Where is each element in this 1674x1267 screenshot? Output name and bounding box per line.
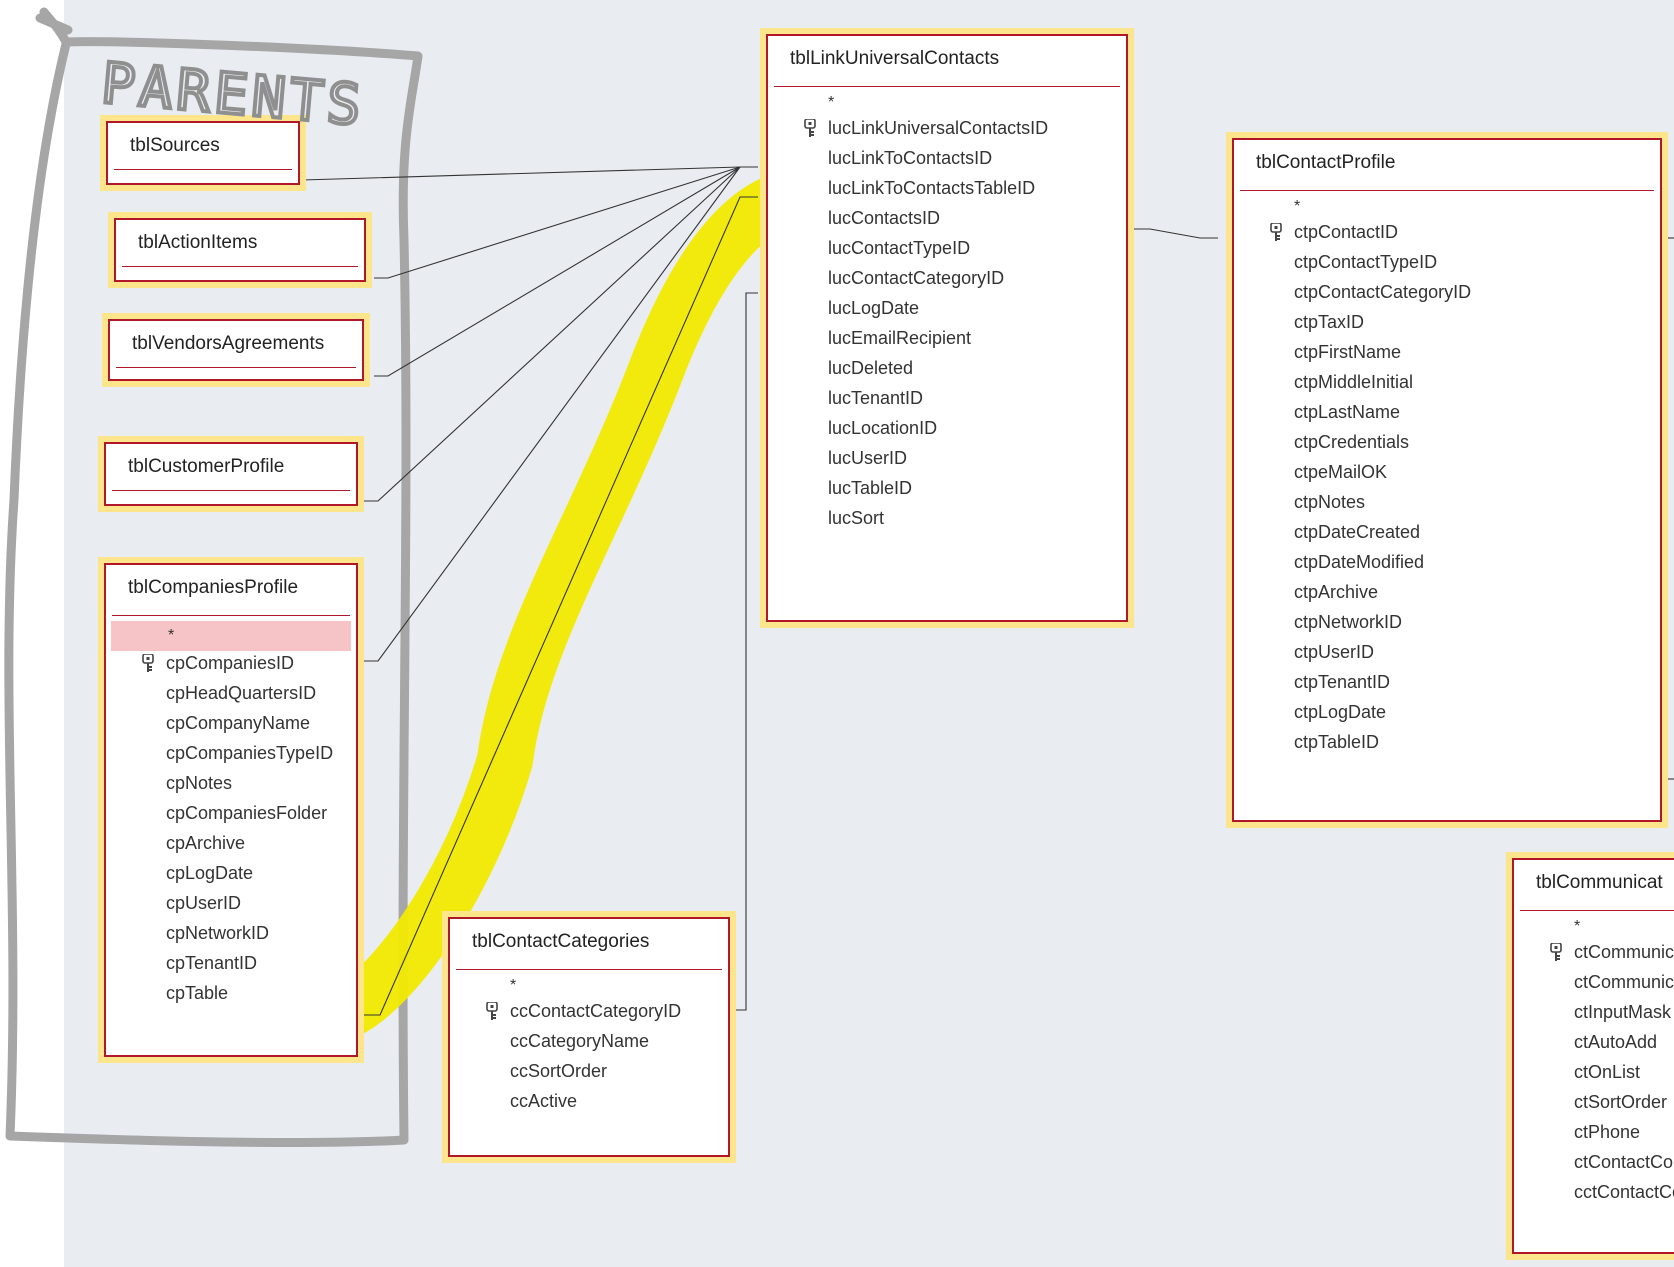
- title-separator: [122, 266, 358, 267]
- table-title: tblCustomerProfile: [128, 456, 285, 477]
- title-separator: [114, 169, 292, 170]
- field-row[interactable]: lucContactsID: [828, 208, 941, 228]
- field-row[interactable]: cpNetworkID: [166, 923, 270, 943]
- field-row[interactable]: ctOnList: [1574, 1062, 1641, 1082]
- table-tblLinkUniversalContacts[interactable]: tblLinkUniversalContacts * lucLinkUniver…: [760, 28, 1134, 628]
- table-title: tblVendorsAgreements: [132, 333, 325, 354]
- table-title: tblActionItems: [138, 232, 258, 253]
- field-row[interactable]: ctpFirstName: [1294, 342, 1402, 362]
- field-row[interactable]: ctpMiddleInitial: [1294, 372, 1414, 392]
- field-row[interactable]: ctCommunic: [1574, 942, 1674, 962]
- table-tblContactProfile[interactable]: tblContactProfile * ctpContactID ctpConta…: [1226, 132, 1668, 828]
- field-row[interactable]: ctpTenantID: [1294, 672, 1391, 692]
- table-tblCustomerProfile[interactable]: tblCustomerProfile: [98, 436, 364, 512]
- field-row[interactable]: lucLinkToContactsID: [828, 148, 993, 168]
- table-tblCommunicationTypes[interactable]: tblCommunicat * ctCommunic ctCommunic ctIn…: [1506, 852, 1674, 1260]
- selected-row-highlight: [111, 621, 351, 651]
- field-row[interactable]: ctpTableID: [1294, 732, 1380, 752]
- title-separator: [774, 86, 1120, 87]
- field-row[interactable]: ccSortOrder: [510, 1061, 608, 1081]
- table-tblActionItems[interactable]: tblActionItems: [108, 212, 372, 288]
- field-row[interactable]: ccCategoryName: [510, 1031, 650, 1051]
- table-title: tblContactProfile: [1256, 152, 1396, 173]
- field-row[interactable]: cpHeadQuartersID: [166, 683, 317, 703]
- all-fields-star[interactable]: *: [510, 977, 517, 994]
- field-row[interactable]: lucTableID: [828, 478, 913, 498]
- field-row[interactable]: cpCompaniesTypeID: [166, 743, 334, 763]
- field-row[interactable]: cpArchive: [166, 833, 246, 853]
- field-row[interactable]: lucLocationID: [828, 418, 938, 438]
- field-row[interactable]: lucSort: [828, 508, 885, 528]
- field-row[interactable]: lucContactCategoryID: [828, 268, 1005, 288]
- title-separator: [1240, 190, 1654, 191]
- field-row[interactable]: cpCompaniesID: [166, 653, 295, 673]
- field-row[interactable]: cpUserID: [166, 893, 242, 913]
- primary-key-icon: [142, 653, 154, 672]
- primary-key-icon: [1270, 222, 1282, 241]
- field-row[interactable]: lucLinkToContactsTableID: [828, 178, 1036, 198]
- field-row[interactable]: cpTable: [166, 983, 229, 1003]
- field-row[interactable]: cpNotes: [166, 773, 233, 793]
- field-row[interactable]: ctpDateModified: [1294, 552, 1425, 572]
- field-row[interactable]: lucLogDate: [828, 298, 920, 318]
- field-row[interactable]: ccActive: [510, 1091, 578, 1111]
- primary-key-icon: [486, 1001, 498, 1020]
- field-row[interactable]: ctpDateCreated: [1294, 522, 1421, 542]
- table-title: tblLinkUniversalContacts: [790, 48, 1000, 69]
- table-tblContactCategories[interactable]: tblContactCategories * ccContactCategory…: [442, 911, 736, 1163]
- field-row[interactable]: ctpContactTypeID: [1294, 252, 1438, 272]
- title-separator: [456, 969, 722, 970]
- field-row[interactable]: ctpContactID: [1294, 222, 1399, 242]
- field-row[interactable]: ctInputMask: [1574, 1002, 1672, 1022]
- title-separator: [112, 615, 350, 616]
- field-row[interactable]: ctpNotes: [1294, 492, 1366, 512]
- all-fields-star[interactable]: *: [1574, 918, 1581, 935]
- field-row[interactable]: ctCommunic: [1574, 972, 1674, 992]
- field-row[interactable]: lucContactTypeID: [828, 238, 971, 258]
- all-fields-star[interactable]: *: [168, 627, 175, 644]
- field-row[interactable]: ctSortOrder: [1574, 1092, 1668, 1112]
- field-row[interactable]: cpCompanyName: [166, 713, 311, 733]
- primary-key-icon: [804, 118, 816, 137]
- title-separator: [116, 367, 356, 368]
- field-row[interactable]: lucEmailRecipient: [828, 328, 972, 348]
- field-row[interactable]: ctpCredentials: [1294, 432, 1410, 452]
- field-row[interactable]: cpLogDate: [166, 863, 254, 883]
- field-row[interactable]: ctAutoAdd: [1574, 1032, 1658, 1052]
- title-separator: [1520, 910, 1674, 911]
- field-row[interactable]: ctpeMailOK: [1294, 462, 1388, 482]
- primary-key-icon: [1550, 942, 1562, 961]
- all-fields-star[interactable]: *: [1294, 198, 1301, 215]
- table-title: tblSources: [130, 135, 220, 156]
- all-fields-star[interactable]: *: [828, 94, 835, 111]
- field-row[interactable]: ctpContactCategoryID: [1294, 282, 1472, 302]
- field-row[interactable]: ctpTaxID: [1294, 312, 1365, 332]
- table-tblCompaniesProfile[interactable]: tblCompaniesProfile * cpCompaniesID cpHea…: [98, 557, 364, 1063]
- table-tblVendorsAgreements[interactable]: tblVendorsAgreements: [102, 313, 370, 387]
- field-row[interactable]: ccContactCategoryID: [510, 1001, 682, 1021]
- field-row[interactable]: lucTenantID: [828, 388, 924, 408]
- field-row[interactable]: lucUserID: [828, 448, 908, 468]
- field-row[interactable]: cpCompaniesFolder: [166, 803, 328, 823]
- table-title: tblCommunicat: [1536, 872, 1663, 893]
- field-row[interactable]: ctContactCo: [1574, 1152, 1674, 1172]
- field-row[interactable]: ctpLogDate: [1294, 702, 1387, 722]
- field-row[interactable]: cctContactCo: [1574, 1182, 1674, 1202]
- table-tblSources[interactable]: tblSources: [100, 115, 306, 191]
- field-row[interactable]: ctpLastName: [1294, 402, 1401, 422]
- field-row[interactable]: ctpArchive: [1294, 582, 1379, 602]
- field-row[interactable]: ctPhone: [1574, 1122, 1641, 1142]
- field-row[interactable]: lucDeleted: [828, 358, 914, 378]
- field-row[interactable]: cpTenantID: [166, 953, 258, 973]
- title-separator: [112, 490, 350, 491]
- field-row[interactable]: ctpUserID: [1294, 642, 1375, 662]
- table-title: tblContactCategories: [472, 931, 650, 952]
- table-title: tblCompaniesProfile: [128, 577, 299, 598]
- field-row[interactable]: lucLinkUniversalContactsID: [828, 118, 1049, 138]
- field-row[interactable]: ctpNetworkID: [1294, 612, 1403, 632]
